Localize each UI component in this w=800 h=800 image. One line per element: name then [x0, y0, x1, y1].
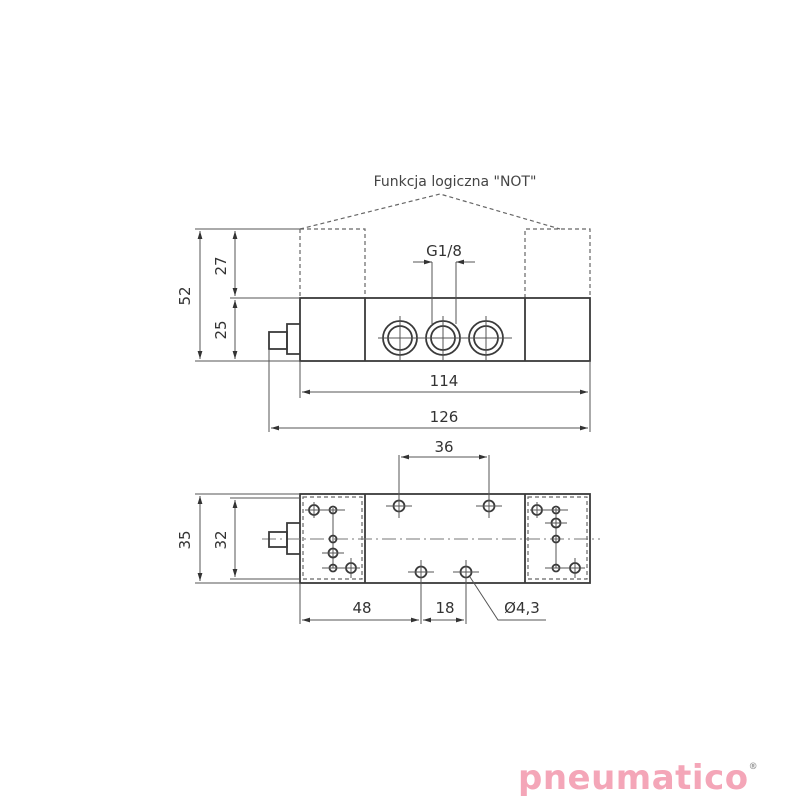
- top-view: [268, 297, 591, 362]
- title-label: Funkcja logiczna "NOT": [374, 174, 537, 190]
- bottom-view-dimensions: 36 35 32 48 18 Ø4,3: [176, 438, 546, 624]
- dim-126: 126: [430, 408, 459, 426]
- dim-48: 48: [352, 599, 371, 617]
- dim-52: 52: [176, 286, 194, 305]
- port-2: [421, 316, 465, 360]
- dim-27: 27: [212, 256, 230, 275]
- dim-114: 114: [430, 372, 459, 390]
- dim-18: 18: [435, 599, 454, 617]
- dim-36: 36: [434, 438, 453, 456]
- callout-lines: [299, 193, 591, 298]
- top-view-dimensions: 52 27 25 G1/8 114 126: [176, 228, 591, 432]
- port-1: [378, 316, 422, 360]
- port-3: [464, 316, 512, 360]
- dim-32: 32: [212, 530, 230, 549]
- dim-g18: G1/8: [426, 242, 462, 260]
- bottom-view: [262, 493, 600, 584]
- dim-25: 25: [212, 320, 230, 339]
- registered-mark: ®: [748, 762, 759, 772]
- dim-hole-diameter: Ø4,3: [504, 599, 540, 617]
- dim-35: 35: [176, 530, 194, 549]
- brand-logo-text: pneumatico: [518, 758, 749, 798]
- brand-logo: pneumatico®: [518, 758, 758, 798]
